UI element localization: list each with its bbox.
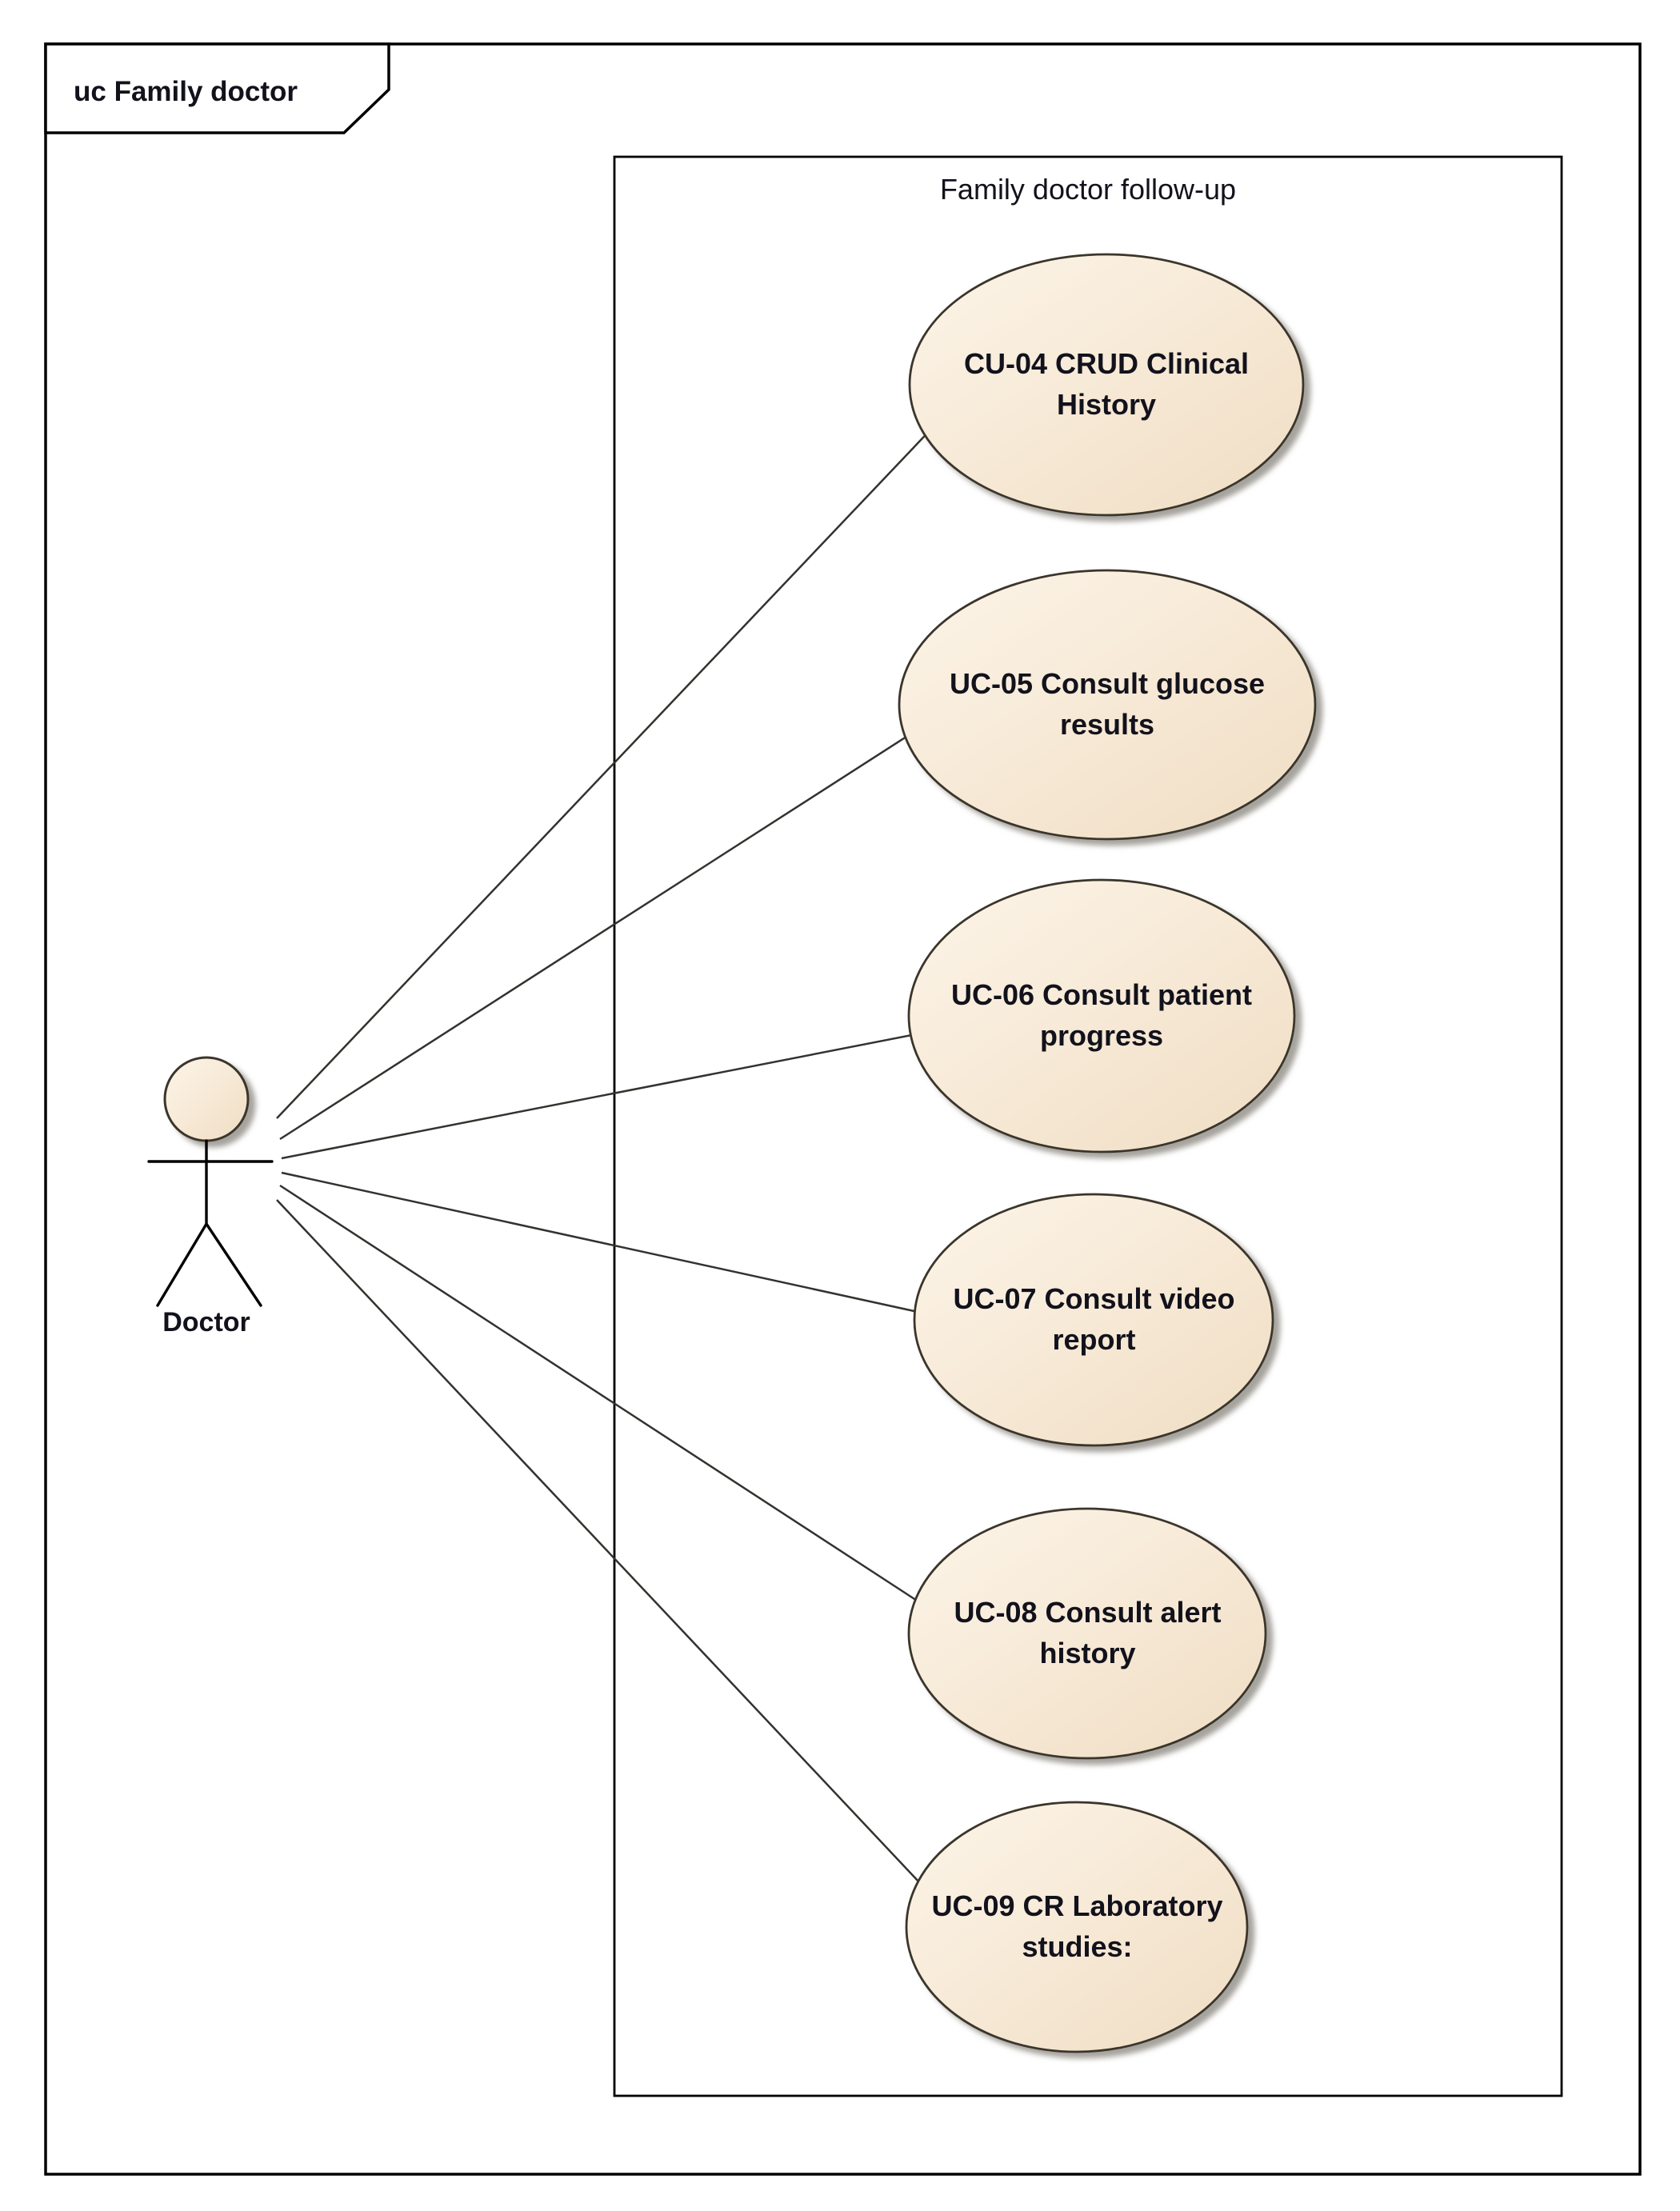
use-case-ellipse-uc05 — [898, 569, 1317, 841]
association-lines — [276, 423, 937, 1897]
actor-leg-right — [205, 1222, 262, 1307]
use-case-ellipse-uc06 — [907, 878, 1296, 1153]
use-case-ellipse-cu04 — [908, 253, 1305, 517]
use-case-ellipse-uc07 — [913, 1193, 1274, 1447]
actor-leg-left — [156, 1222, 208, 1307]
use-case-label-uc07: UC-07 Consult video report — [953, 1282, 1235, 1357]
association-line-uc05 — [279, 726, 921, 1141]
actor-name: Doctor — [162, 1307, 250, 1337]
system-boundary-title: Family doctor follow-up — [939, 173, 1237, 206]
use-case-label-uc09: UC-09 CR Laboratory studies: — [931, 1889, 1223, 1964]
association-line-uc07 — [281, 1171, 937, 1317]
use-case-ellipse-uc08 — [907, 1507, 1267, 1760]
association-line-uc06 — [281, 1030, 929, 1160]
actor-icon — [147, 1056, 274, 1307]
actor-head — [163, 1056, 250, 1142]
frame-title: uc Family doctor — [74, 76, 298, 107]
diagram-frame — [44, 42, 1642, 2176]
use-case-label-uc05: UC-05 Consult glucose results — [949, 667, 1266, 742]
association-line-cu04 — [276, 423, 937, 1119]
use-case-label-uc08: UC-08 Consult alert history — [954, 1596, 1222, 1670]
use-case-ellipse-uc09 — [905, 1801, 1249, 2053]
use-case-label-uc06: UC-06 Consult patient progress — [950, 978, 1252, 1053]
frame-title-tab — [44, 42, 390, 134]
association-line-uc08 — [279, 1184, 929, 1609]
association-line-uc09 — [276, 1199, 933, 1897]
use-case-label-cu04: CU-04 CRUD Clinical History — [963, 347, 1250, 422]
